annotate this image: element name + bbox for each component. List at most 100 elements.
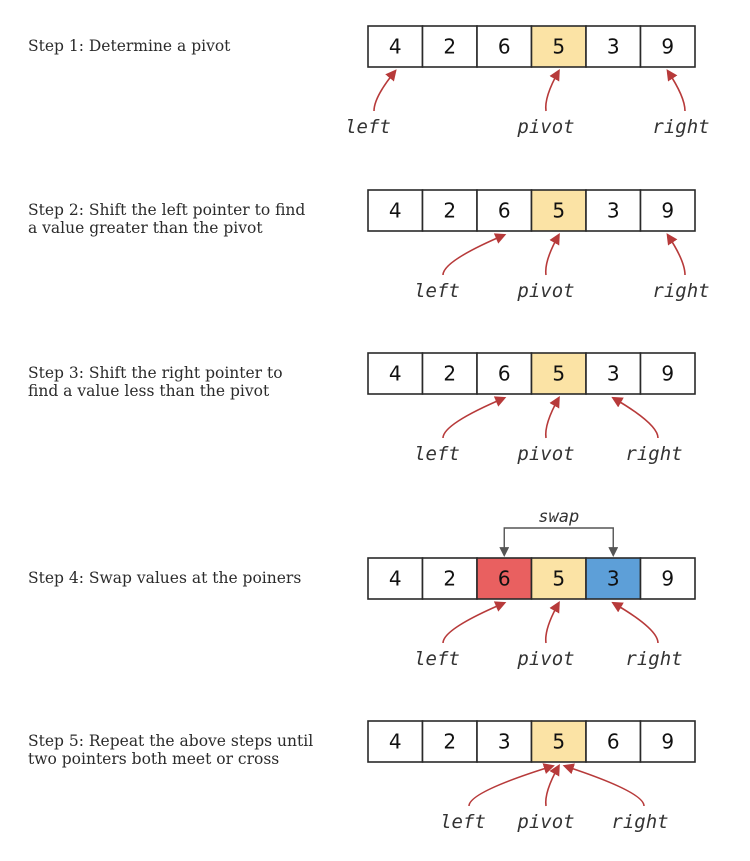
right-pointer-arrow: [666, 69, 686, 112]
array-value: 4: [389, 567, 402, 591]
right-pointer-label: right: [652, 280, 709, 302]
left-pointer-arrow: [442, 233, 507, 276]
array-cell: [367, 352, 424, 395]
array-cell-pivot: [530, 189, 587, 232]
array-value: 9: [661, 199, 674, 223]
step-description-line: Step 1: Determine a pivot: [28, 37, 231, 55]
array-value: 3: [607, 199, 620, 223]
array-cell: [476, 720, 533, 763]
array-value: 4: [389, 362, 402, 386]
pivot-pointer-arrow: [544, 69, 560, 112]
array-value: 2: [443, 35, 456, 59]
array-cell: [421, 352, 478, 395]
swap-arrow: [499, 527, 619, 557]
left-pointer-arrow: [373, 69, 397, 112]
right-pointer-label: right: [625, 443, 682, 465]
array-value: 2: [443, 567, 456, 591]
right-pointer-arrow: [562, 763, 645, 807]
step-4: Step 4: Swap values at the poiners 4 2 6 5 3 9…: [28, 507, 696, 670]
array-value: 2: [443, 199, 456, 223]
array-value: 5: [552, 199, 565, 223]
array-cell: [585, 25, 642, 68]
left-pointer-arrow: [442, 396, 507, 439]
swap-label: swap: [538, 507, 579, 527]
step-2: Step 2: Shift the left pointer to finda …: [28, 189, 710, 302]
step-description-line: Step 3: Shift the right pointer to: [28, 364, 283, 382]
array-cell-swap-right: [585, 557, 642, 600]
array-value: 9: [661, 362, 674, 386]
array-value: 9: [661, 567, 674, 591]
step-1: Step 1: Determine a pivot 4 2 6 5 3 9 left pivot…: [28, 25, 710, 138]
array-value: 3: [607, 35, 620, 59]
array-cell: [639, 352, 696, 395]
array-cell: [476, 25, 533, 68]
array-value: 3: [498, 730, 511, 754]
right-pointer-arrow: [666, 233, 686, 276]
array-value: 6: [498, 35, 511, 59]
array-value: 9: [661, 35, 674, 59]
left-pointer-label: left: [440, 811, 486, 833]
array-cell: [367, 189, 424, 232]
array-value: 6: [498, 567, 511, 591]
array-value: 5: [552, 35, 565, 59]
pivot-pointer-arrow: [544, 764, 560, 807]
array-value: 9: [661, 730, 674, 754]
array-value: 5: [552, 730, 565, 754]
pivot-pointer-arrow: [544, 601, 560, 644]
left-pointer-label: left: [414, 280, 460, 302]
array-cell: [585, 720, 642, 763]
array-value: 5: [552, 567, 565, 591]
step-description-line: a value greater than the pivot: [28, 219, 263, 237]
step-description-line: two pointers both meet or cross: [28, 750, 279, 768]
step-description-line: Step 4: Swap values at the poiners: [28, 569, 301, 587]
pivot-pointer-label: pivot: [516, 116, 574, 138]
array-cell-swap-left: [476, 557, 533, 600]
pivot-pointer-label: pivot: [516, 648, 574, 670]
step-description-line: Step 5: Repeat the above steps until: [28, 732, 313, 750]
array-value: 6: [498, 362, 511, 386]
array-cell: [639, 557, 696, 600]
right-pointer-arrow: [611, 396, 659, 439]
pivot-pointer-label: pivot: [516, 811, 574, 833]
right-pointer-label: right: [611, 811, 668, 833]
right-pointer-label: right: [652, 116, 709, 138]
array-value: 4: [389, 199, 402, 223]
left-pointer-label: left: [414, 443, 460, 465]
array-cell-pivot: [530, 352, 587, 395]
array-cell: [639, 25, 696, 68]
pivot-pointer-arrow: [544, 396, 560, 439]
step-description-line: find a value less than the pivot: [28, 382, 270, 400]
array-value: 3: [607, 567, 620, 591]
array-cell: [367, 720, 424, 763]
array-value: 2: [443, 362, 456, 386]
array-value: 3: [607, 362, 620, 386]
array-cell: [585, 352, 642, 395]
array-cell-pivot: [530, 720, 587, 763]
array-cell: [367, 25, 424, 68]
array-value: 4: [389, 35, 402, 59]
array-cell-pivot: [530, 557, 587, 600]
array-cell: [639, 720, 696, 763]
step-description-line: Step 2: Shift the left pointer to find: [28, 201, 305, 219]
array-value: 2: [443, 730, 456, 754]
array-cell: [421, 25, 478, 68]
array-cell: [476, 189, 533, 232]
array-cell: [421, 189, 478, 232]
array-cell: [639, 189, 696, 232]
array-value: 6: [498, 199, 511, 223]
pivot-pointer-arrow: [544, 233, 560, 276]
array-value: 5: [552, 362, 565, 386]
left-pointer-label: left: [345, 116, 391, 138]
left-pointer-arrow: [468, 763, 555, 807]
pivot-pointer-label: pivot: [516, 280, 574, 302]
right-pointer-arrow: [611, 601, 659, 644]
array-cell: [367, 557, 424, 600]
step-5: Step 5: Repeat the above steps untiltwo …: [28, 720, 696, 833]
left-pointer-arrow: [442, 601, 507, 644]
array-value: 6: [607, 730, 620, 754]
array-value: 4: [389, 730, 402, 754]
array-cell: [421, 557, 478, 600]
pivot-pointer-label: pivot: [516, 443, 574, 465]
